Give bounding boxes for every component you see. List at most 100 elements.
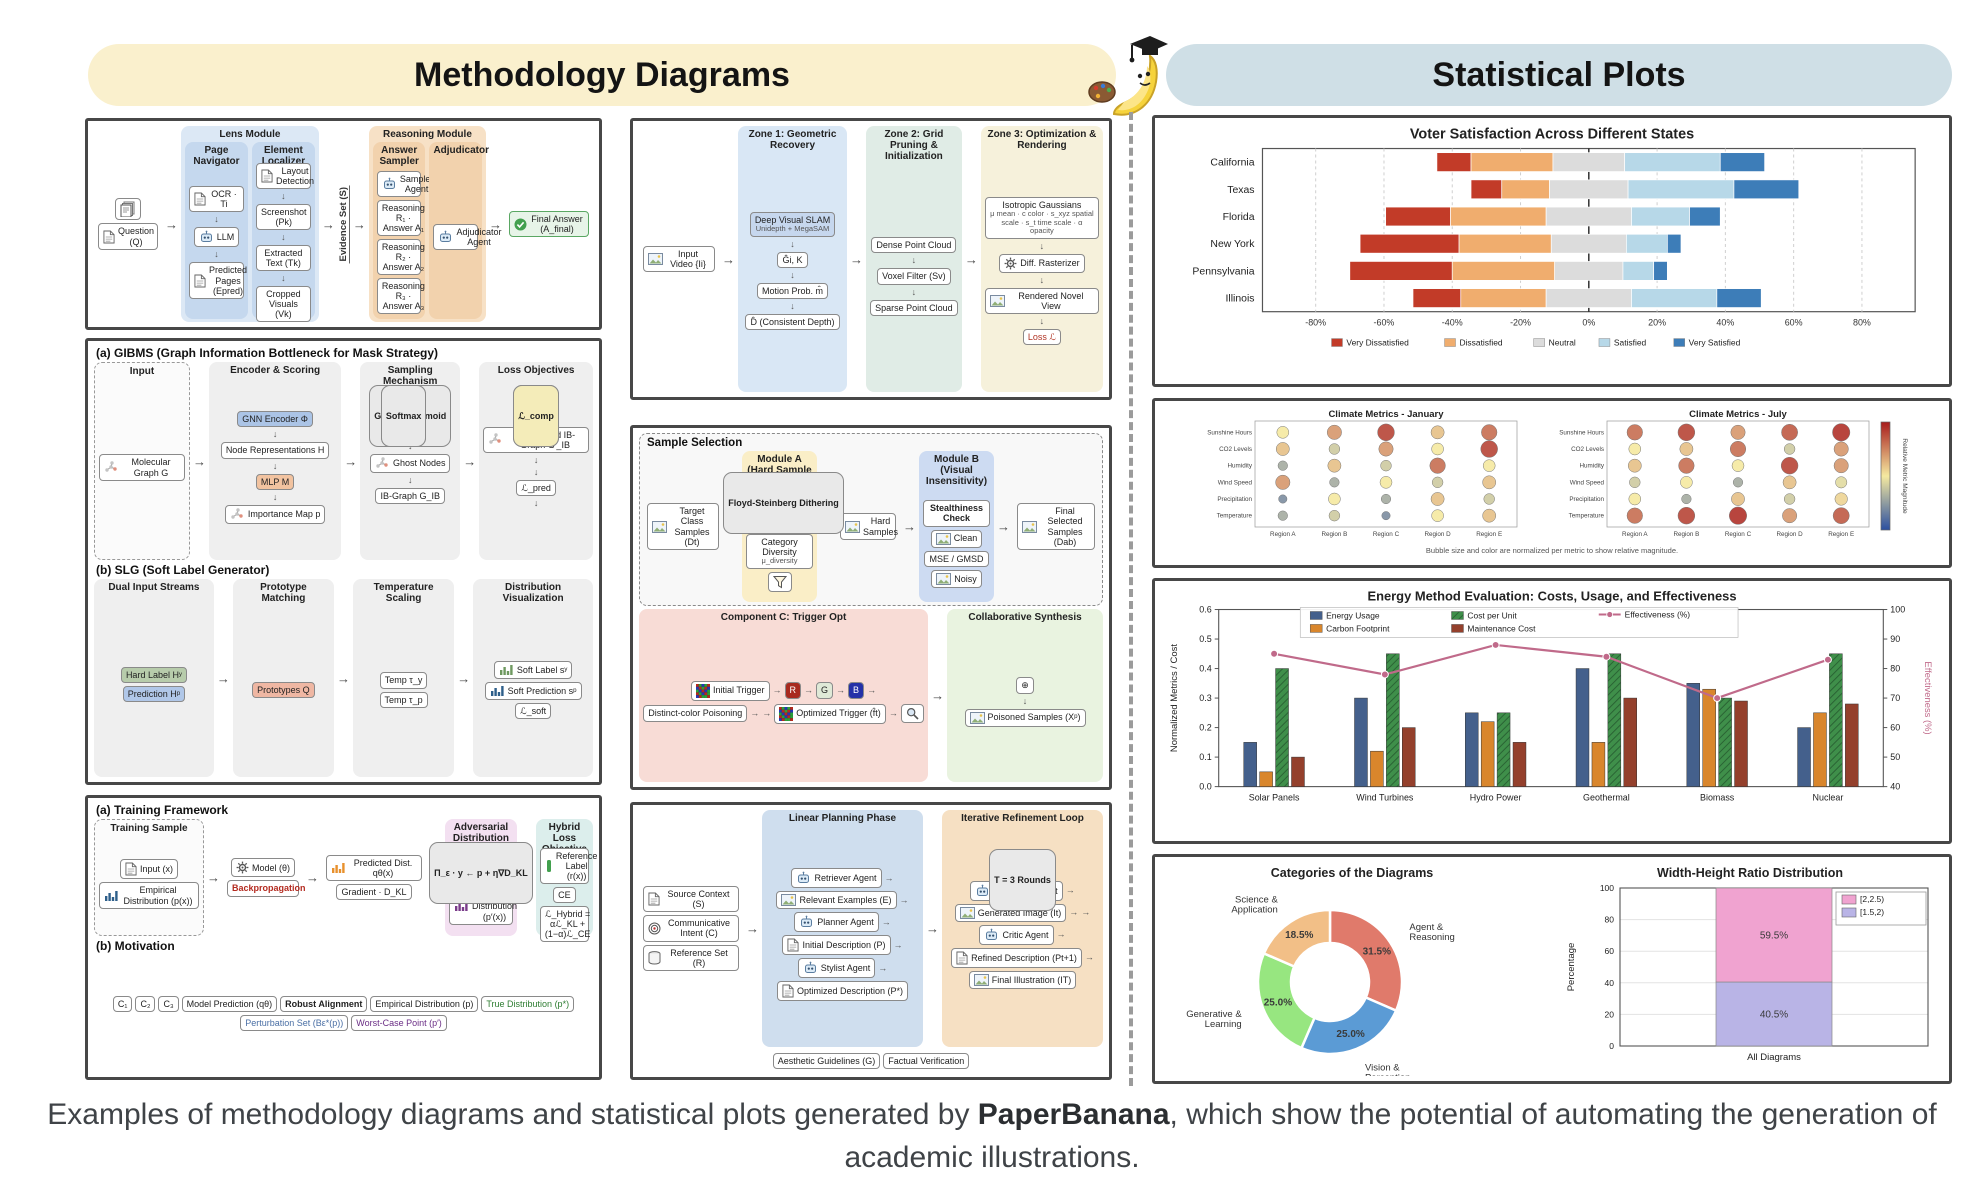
flow-node: Empirical Distribution (p) (370, 995, 479, 1012)
chart-title: Width-Height Ratio Distribution (1657, 866, 1843, 880)
row-label: Temperature (1569, 513, 1605, 520)
flow-node: Adjudicator Agent (433, 223, 501, 251)
flow-node: Planner Agent (794, 912, 879, 933)
flow-arrow: ↓ (281, 231, 286, 242)
db-icon (648, 950, 661, 965)
row-label: Sunshine Hours (1207, 429, 1252, 436)
bar (1259, 771, 1273, 787)
flow-arrow: ↓ (911, 286, 917, 297)
x-tick-label: -60% (1374, 318, 1395, 328)
check-icon (514, 218, 527, 231)
caption-text-prefix: Examples of methodology diagrams and sta… (47, 1098, 978, 1131)
bar-segment (1716, 288, 1762, 308)
slice-label: Reasoning (1409, 932, 1454, 943)
agent-icon (803, 961, 818, 975)
bar (1575, 668, 1590, 787)
legend-label: Carbon Footprint (1326, 623, 1390, 633)
flow-arrow: → (722, 251, 735, 267)
flow-arrow: → (804, 685, 814, 695)
image-icon (652, 520, 667, 533)
col-label: Region B (1321, 531, 1347, 538)
bar-segment (1470, 152, 1554, 172)
line-marker (1713, 694, 1722, 703)
chart-title: Voter Satisfaction Across Different Stat… (1410, 127, 1694, 143)
banana-body (1112, 53, 1158, 116)
fig-caption: Examples of methodology diagrams and sta… (40, 1094, 1944, 1179)
flow-node: Soft Prediction sᵖ (484, 681, 582, 700)
flow-group: Question (Q) (94, 126, 162, 322)
flow-arrow: ↓ (790, 238, 795, 249)
bubble (1329, 477, 1340, 488)
agent-icon (382, 177, 397, 191)
bubble (1326, 424, 1342, 440)
flow-node: Final Selected Samples (Dab) (1017, 503, 1095, 550)
bubble (1431, 442, 1444, 456)
flow-node: Sampler Agent (376, 170, 433, 197)
flow-arrow: ↓ (214, 249, 219, 260)
funnel-icon (772, 575, 787, 589)
flow-arrow: → (1069, 907, 1079, 918)
bubble (1481, 424, 1498, 441)
flow-arrow: → (997, 519, 1010, 534)
gear-icon (1004, 257, 1017, 270)
target-icon (648, 922, 661, 935)
agent-icon (799, 915, 814, 929)
bubble (1278, 494, 1288, 504)
flow-node: Source Context (S) (643, 886, 739, 913)
frame-title: Sample Selection (647, 437, 743, 449)
bar (1386, 653, 1400, 787)
bubble (1276, 426, 1290, 439)
flow-node: C₂ (135, 995, 156, 1012)
bubble (1783, 443, 1796, 455)
image-icon (1022, 520, 1037, 533)
climate-footnote: Bubble size and color are normalized per… (1425, 546, 1679, 555)
flow-node: Initial Trigger (691, 680, 770, 701)
y2-tick-label: 70 (1890, 693, 1900, 703)
flow-arrow: ↓ (911, 255, 917, 266)
flow-arrow: → (489, 216, 502, 232)
flow-node (767, 571, 792, 592)
flow-arrow: → (1065, 885, 1075, 896)
bar (1797, 727, 1811, 787)
slice-label: Generative & (1186, 1009, 1242, 1020)
flow-node: Temp τ_p (379, 691, 428, 708)
flow-node: Stealthiness Check (923, 500, 990, 527)
bar (1402, 727, 1416, 787)
y-tick-label: 0.4 (1199, 664, 1211, 674)
flow-node: Prototypes Q (252, 681, 315, 699)
flow-node: ℒ_comp (513, 385, 559, 447)
flow-node: Relevant Examples (E) (776, 891, 897, 910)
stacked-chart-svg: Width-Height Ratio Distribution020406080… (1566, 866, 1929, 1063)
flow-node: Optimized Description (P*) (776, 981, 909, 1002)
legend-label: Energy Usage (1326, 610, 1380, 620)
flow-node: Poisoned Samples (Xᵖ) (964, 708, 1086, 727)
colorbar-svg: Relative Metric Magnitude (1880, 421, 1908, 531)
flow-arrow: ↓ (790, 269, 795, 280)
agent-icon (975, 884, 990, 898)
y-tick-label: 0.6 (1199, 605, 1211, 615)
flow-arrow: → (762, 708, 772, 718)
group-title: Element Localizer (261, 145, 306, 167)
flow-node: Backpropagation (227, 880, 306, 897)
flow-node: Input Video {Ii} (643, 245, 715, 273)
bar-segment (1689, 206, 1721, 227)
flow-node: Final Illustration (IT) (968, 970, 1077, 989)
panel-section-title: (a) GIBMS (Graph Information Bottleneck … (96, 346, 439, 360)
legend-label: Very Dissatisfied (1346, 338, 1409, 348)
bubble (1483, 493, 1495, 505)
flow-group: Module B (Visual Insensitivity)Stealthin… (919, 451, 994, 602)
category-label: Texas (1227, 185, 1254, 196)
line-marker (1602, 652, 1611, 661)
bar-segment (1545, 206, 1632, 227)
flow-node: GNN Encoder Φ (237, 411, 313, 428)
statistical-plots-header: Statistical Plots (1166, 44, 1952, 106)
bubble (1328, 492, 1341, 506)
bubble (1482, 459, 1496, 472)
